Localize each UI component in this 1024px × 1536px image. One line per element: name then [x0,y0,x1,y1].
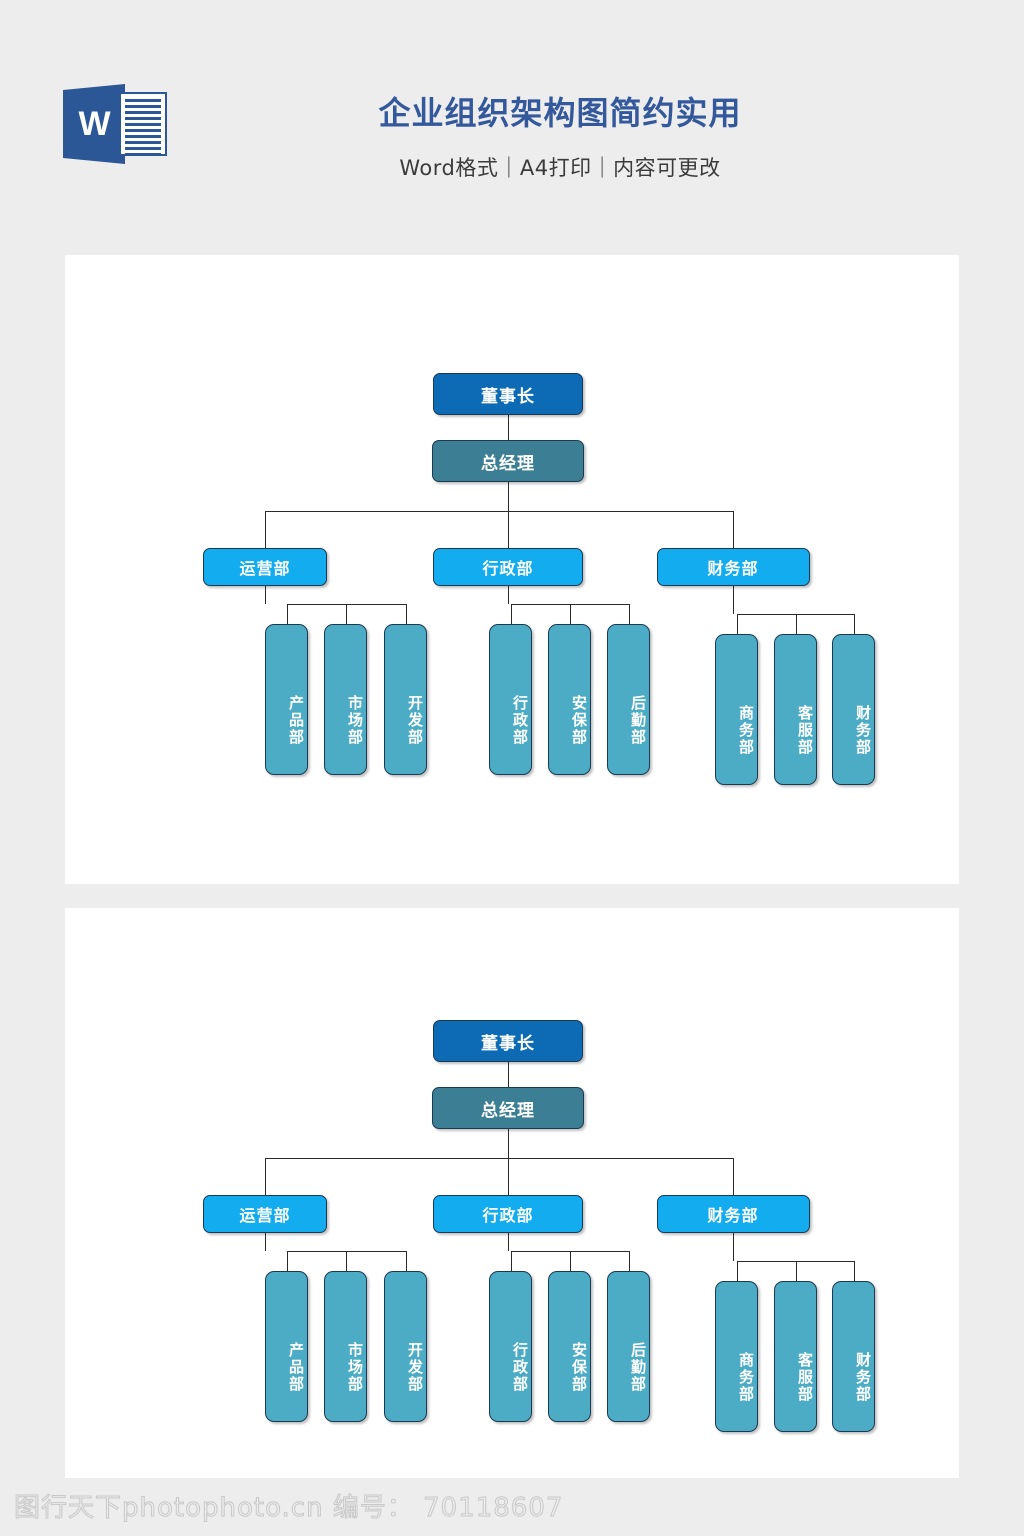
connector-line [508,415,509,440]
department-0-2: 开发部 [384,1271,427,1422]
connector-line [569,604,571,624]
connector-line [508,482,509,511]
connector-line [736,1261,854,1262]
connector-line [265,1233,266,1251]
department-1-1: 安保部 [548,624,591,775]
connector-line [853,614,855,634]
connector-line [508,1233,509,1251]
connector-line [733,1233,734,1261]
page-header: W 企业组织架构图简约实用 Word格式｜A4打印｜内容可更改 [0,0,1024,255]
department-0-0: 产品部 [265,624,308,775]
connector-line [628,604,630,624]
department-2-2: 财务部 [832,634,875,785]
department-1-0: 行政部 [489,1271,532,1422]
department-2-0: 商务部 [715,1281,758,1432]
connector-line [265,511,266,548]
department-2-1: 客服部 [774,1281,817,1432]
org-chart-2: 董事长总经理运营部行政部财务部产品部市场部开发部行政部安保部后勤部商务部客服部财… [65,908,959,1478]
department-1-1: 安保部 [548,1271,591,1422]
word-logo-document-page [119,92,167,156]
department-1-2: 后勤部 [607,1271,650,1422]
connector-line [736,614,854,615]
division-2: 财务部 [656,1195,810,1233]
connector-line [508,1062,509,1087]
connector-line [508,1129,509,1158]
connector-line [508,586,509,604]
department-1-2: 后勤部 [607,624,650,775]
connector-line [569,1251,571,1271]
connector-line [345,1251,347,1271]
connector-line [628,1251,630,1271]
connector-line [510,604,512,624]
connector-line [853,1261,855,1281]
connector-line [733,1158,734,1195]
department-0-1: 市场部 [324,1271,367,1422]
connector-line [733,586,734,614]
word-logo-panel [63,84,125,164]
department-0-2: 开发部 [384,624,427,775]
connector-line [508,1158,509,1195]
word-document-icon: W [63,84,167,164]
connector-line [736,614,738,634]
connector-line [265,1158,733,1159]
page-subtitle: Word格式｜A4打印｜内容可更改 [399,156,721,180]
connector-line [265,1158,266,1195]
department-0-0: 产品部 [265,1271,308,1422]
division-2: 财务部 [656,548,810,586]
department-1-0: 行政部 [489,624,532,775]
connector-line [736,1261,738,1281]
connector-line [510,1251,512,1271]
connector-line [286,604,288,624]
org-chart-1: 董事长总经理运营部行政部财务部产品部市场部开发部行政部安保部后勤部商务部客服部财… [65,255,959,884]
connector-line [508,511,509,548]
division-0: 运营部 [203,1195,327,1233]
connector-line [265,511,733,512]
department-0-1: 市场部 [324,624,367,775]
department-2-1: 客服部 [774,634,817,785]
division-0: 运营部 [203,548,327,586]
connector-line [265,586,266,604]
connector-line [795,614,797,634]
node-chairman: 董事长 [433,1020,583,1062]
connector-line [345,604,347,624]
word-logo-letter: W [78,104,110,143]
department-2-0: 商务部 [715,634,758,785]
connector-line [286,1251,288,1271]
document-page-1: 董事长总经理运营部行政部财务部产品部市场部开发部行政部安保部后勤部商务部客服部财… [65,255,959,884]
node-general-manager: 总经理 [432,440,584,482]
connector-line [405,604,407,624]
node-general-manager: 总经理 [432,1087,584,1129]
document-page-2: 董事长总经理运营部行政部财务部产品部市场部开发部行政部安保部后勤部商务部客服部财… [65,908,959,1478]
connector-line [405,1251,407,1271]
department-2-2: 财务部 [832,1281,875,1432]
connector-line [795,1261,797,1281]
page-title: 企业组织架构图简约实用 [378,94,742,132]
division-1: 行政部 [433,548,583,586]
node-chairman: 董事长 [433,373,583,415]
connector-line [733,511,734,548]
watermark-text: 图行天下photophoto.cn 编号： 70118607 [13,1493,564,1524]
division-1: 行政部 [433,1195,583,1233]
